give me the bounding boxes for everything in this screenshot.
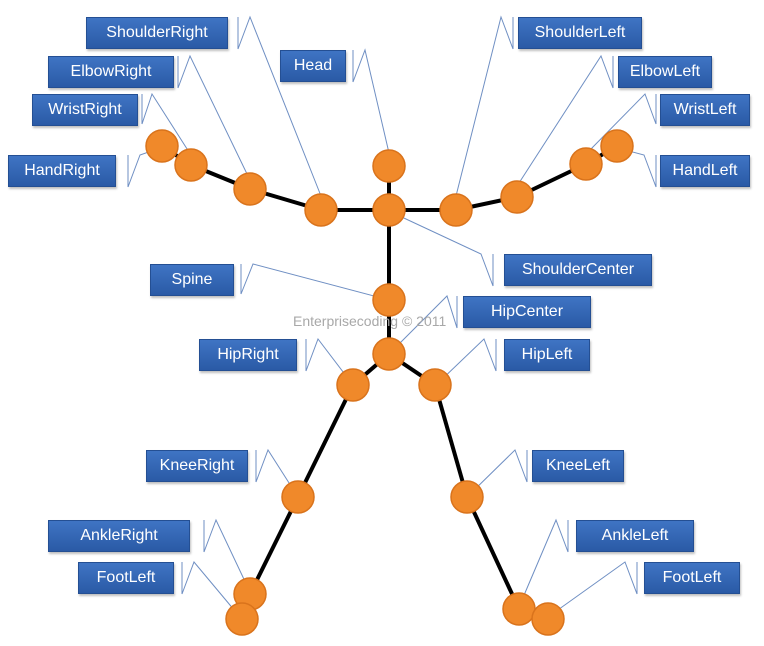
leader-ankle-right [203,518,251,593]
joint-shoulder-left [439,193,473,227]
bone-knee-ankle-left [465,495,521,611]
label-wrist-right: WristRight [32,94,138,126]
label-hip-left: HipLeft [504,339,590,371]
leader-hip-left [435,338,497,386]
label-shoulder-right: ShoulderRight [86,17,228,49]
leader-foot-right [181,561,241,618]
leader-ankle-left [518,518,569,608]
leader-hip-right [305,337,354,386]
label-wrist-left: WristLeft [660,94,750,126]
joint-shoulder-right [304,193,338,227]
label-shoulder-left: ShoulderLeft [518,17,642,49]
joints [145,129,634,636]
joint-ankle-left [502,592,536,626]
leader-shoulder-center [390,211,494,287]
label-ankle-left: AnkleLeft [576,520,694,552]
label-hand-right: HandRight [8,155,116,187]
joint-hip-right [336,368,370,402]
leader-wrist-right [141,92,190,153]
label-elbow-right: ElbowRight [48,56,174,88]
leader-shoulder-right [237,15,322,197]
joint-knee-right [281,480,315,514]
label-ankle-right: AnkleRight [48,520,190,552]
leader-foot-left [547,561,638,618]
label-hand-left: HandLeft [660,155,750,187]
joint-hip-center [372,337,406,371]
leader-spine [240,263,390,301]
watermark-text: Enterprisecoding © 2011 [293,313,447,329]
label-shoulder-center: ShoulderCenter [504,254,652,286]
leader-elbow-right [177,54,249,177]
label-elbow-left: ElbowLeft [618,56,712,88]
leader-hip-center [388,295,458,355]
joint-hand-right [145,129,179,163]
joint-shoulder-center [372,193,406,227]
bone-knee-ankle-right [248,495,300,596]
joint-hand-left [600,129,634,163]
leader-knee-left [466,449,528,498]
joint-knee-left [450,480,484,514]
label-knee-right: KneeRight [146,450,248,482]
label-spine: Spine [150,264,234,296]
joint-elbow-right [233,172,267,206]
label-hip-center: HipCenter [463,296,591,328]
joint-hip-left [418,368,452,402]
joint-head [372,149,406,183]
bone-hip-knee-left [433,383,469,499]
label-head: Head [280,50,346,82]
leader-head [352,48,390,154]
joint-elbow-left [500,180,534,214]
leader-shoulder-left [455,15,514,197]
label-foot-left: FootLeft [644,562,740,594]
joint-foot-right [225,602,259,636]
joint-wrist-right [174,148,208,182]
leader-wrist-left [587,93,657,153]
bone-hip-knee-right [296,383,355,499]
joint-wrist-left [569,147,603,181]
joint-spine [372,283,406,317]
leader-knee-right [255,448,299,498]
leader-elbow-left [518,54,614,184]
joint-foot-left [531,602,565,636]
label-foot-right: FootLeft [78,562,174,594]
label-knee-left: KneeLeft [532,450,624,482]
label-hip-right: HipRight [199,339,297,371]
